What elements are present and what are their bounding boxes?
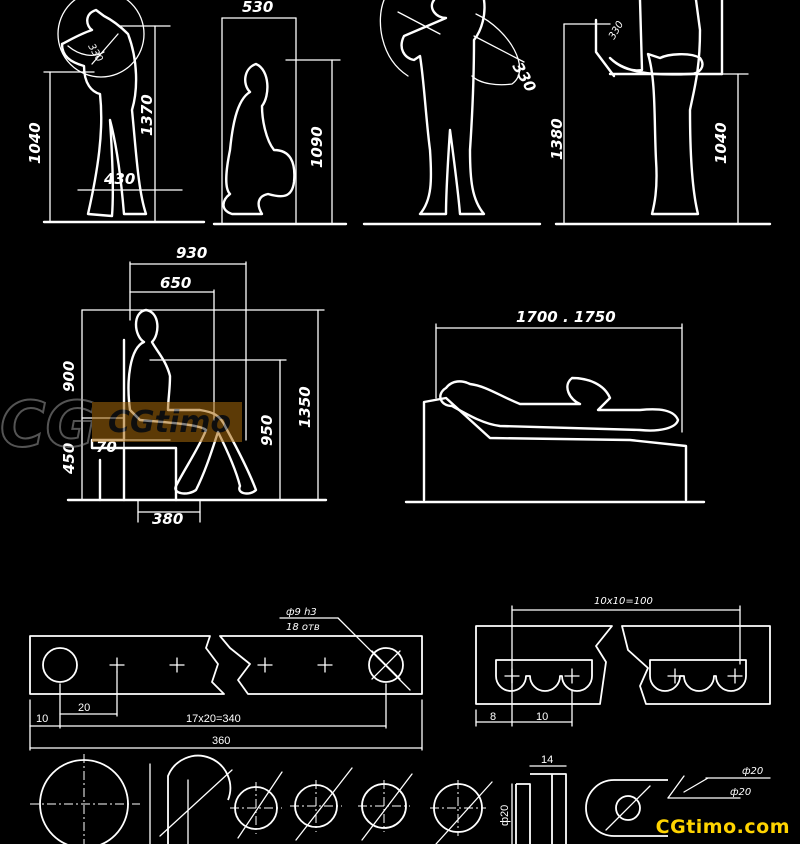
counter-figure: 330 1380 1040 bbox=[548, 0, 770, 224]
label-slot-8: 8 bbox=[490, 711, 496, 723]
dim-line-reach bbox=[398, 12, 440, 34]
hole-note: ф9 h3 bbox=[286, 607, 317, 618]
holed-bar-part: ф9 h3 18 отв 20 10 17x20=340 360 bbox=[30, 607, 422, 750]
reclining-person-outline bbox=[440, 378, 678, 431]
label-430: 430 bbox=[103, 170, 135, 188]
label-20-a: ф20 bbox=[742, 766, 763, 777]
small-disc-dims bbox=[238, 768, 492, 844]
slot-left-segment bbox=[476, 626, 612, 704]
label-930: 930 bbox=[176, 244, 207, 262]
label-bar-10: 10 bbox=[36, 713, 48, 725]
standing-person-outline bbox=[62, 10, 146, 216]
slot-profile-right bbox=[650, 660, 746, 691]
label-slot-10: 10 bbox=[536, 711, 548, 723]
clevis-hole bbox=[616, 796, 640, 820]
counter-person-outline bbox=[610, 0, 702, 214]
hole-centers bbox=[110, 658, 332, 672]
hole-left bbox=[43, 648, 77, 682]
half-disc bbox=[168, 756, 230, 844]
reach-circle bbox=[58, 0, 144, 77]
label-330-a: 330 bbox=[85, 42, 104, 64]
cgtimo-watermark: CG CGtimo bbox=[0, 387, 242, 462]
side-reach-person-outline bbox=[402, 0, 485, 214]
label-overall: 360 bbox=[212, 735, 230, 747]
dim-line-330 bbox=[92, 34, 118, 64]
small-disc-4 bbox=[434, 784, 482, 832]
clevis-leader bbox=[606, 786, 650, 830]
hole-count: 18 отв bbox=[286, 622, 320, 633]
bushing-section bbox=[516, 774, 566, 844]
label-20-b: ф20 bbox=[730, 787, 751, 798]
label-380: 380 bbox=[152, 510, 183, 528]
hole-crosshair bbox=[372, 651, 400, 679]
label-14: 14 bbox=[541, 754, 553, 766]
label-900: 900 bbox=[60, 361, 78, 392]
side-reach-figure: 330 bbox=[364, 0, 540, 224]
clevis-part bbox=[586, 780, 668, 836]
label-bar-20: 20 bbox=[78, 702, 90, 714]
label-450: 450 bbox=[60, 443, 78, 475]
counter-outline bbox=[596, 20, 614, 76]
seated-person-outline bbox=[129, 310, 256, 493]
slot-right-segment bbox=[622, 626, 770, 704]
label-length: 1700 . 1750 bbox=[516, 308, 616, 326]
label-330-b: 330 bbox=[509, 59, 540, 95]
leader-2 bbox=[684, 778, 708, 792]
hole-right bbox=[369, 648, 403, 682]
label-1090: 1090 bbox=[308, 126, 326, 168]
crouching-figure: 530 1090 bbox=[214, 0, 346, 224]
label-1040-b: 1040 bbox=[712, 122, 730, 164]
slot-profile-left bbox=[496, 660, 592, 691]
slotted-bar-part: 10x10=100 8 10 bbox=[476, 596, 770, 726]
seated-figure: 930 650 900 450 70 950 1350 380 bbox=[60, 244, 326, 528]
bar-right-segment bbox=[220, 636, 422, 694]
reach-arc-right bbox=[472, 14, 520, 85]
cgtimo-logo[interactable]: CGtimo.com bbox=[655, 816, 790, 838]
watermark-cg-letters: CG bbox=[0, 388, 96, 461]
watermark-text: CGtimo bbox=[108, 405, 231, 440]
hole-leader bbox=[338, 618, 410, 690]
round-parts-row: 14 ф20 ф20 ф20 bbox=[30, 754, 770, 844]
label-1370: 1370 bbox=[138, 94, 156, 136]
label-530: 530 bbox=[242, 0, 273, 16]
standing-reach-figure: 1040 1370 430 330 bbox=[26, 0, 204, 222]
half-disc-dim bbox=[160, 770, 232, 836]
label-1040: 1040 bbox=[26, 122, 44, 164]
label-pitch: 17x20=340 bbox=[186, 713, 241, 725]
label-650: 650 bbox=[160, 274, 191, 292]
label-330-c: 330 bbox=[607, 19, 626, 41]
watermark-bar bbox=[92, 402, 242, 442]
label-slot-pitch: 10x10=100 bbox=[594, 596, 653, 607]
lounger-outline bbox=[424, 398, 686, 500]
reach-arc-left bbox=[380, 0, 408, 76]
label-950: 950 bbox=[258, 415, 276, 446]
leader-1 bbox=[668, 776, 684, 798]
label-1350: 1350 bbox=[296, 386, 314, 428]
crouching-person-outline bbox=[224, 64, 295, 214]
label-70: 70 bbox=[96, 438, 117, 456]
slot-centers bbox=[505, 669, 742, 683]
bar-left-segment bbox=[30, 636, 224, 694]
label-20-v: ф20 bbox=[499, 805, 511, 826]
small-disc-axes bbox=[230, 780, 486, 836]
dim-line-330 bbox=[474, 36, 524, 62]
label-1380: 1380 bbox=[548, 118, 566, 160]
reclining-figure: 1700 . 1750 bbox=[406, 308, 704, 502]
